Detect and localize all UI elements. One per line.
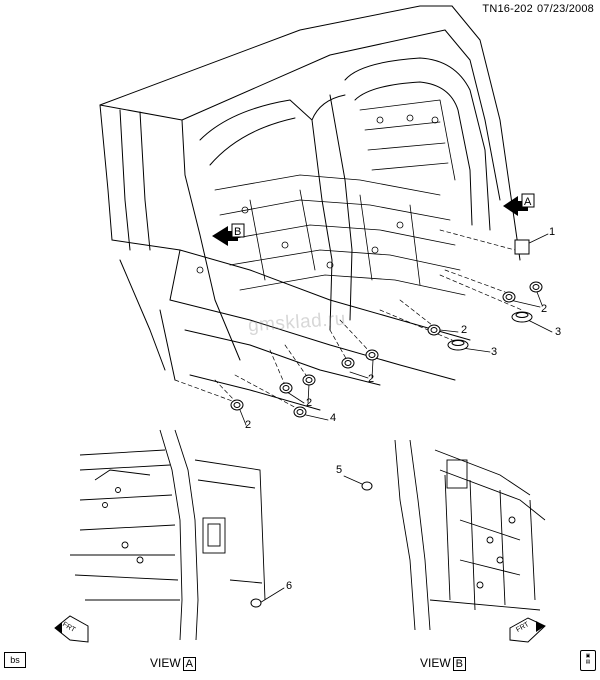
view-arrow-a <box>503 193 535 216</box>
plug-2a <box>529 281 543 293</box>
drawing-code: TN16-202 <box>482 3 533 15</box>
callout-1: 1 <box>549 226 556 238</box>
plug-2g <box>302 374 316 386</box>
plug-2f <box>279 382 293 394</box>
logo-badge: ▣▤ <box>580 650 596 671</box>
view-b-word: VIEW <box>420 656 451 670</box>
callout-2: 2 <box>461 324 468 336</box>
view-b-detail <box>394 439 546 631</box>
view-a-word: VIEW <box>150 656 181 670</box>
callout-3: 3 <box>555 326 562 338</box>
callout-4: 4 <box>330 412 337 424</box>
callout-6: 6 <box>286 580 293 592</box>
plug-3b <box>447 339 469 351</box>
cab-body-outline <box>99 5 521 411</box>
plug-6 <box>250 598 262 608</box>
callout-2: 2 <box>245 419 252 431</box>
drawing-date: 07/23/2008 <box>536 3 594 15</box>
callout-5: 5 <box>336 464 343 476</box>
floor-pan <box>196 99 466 296</box>
view-a-detail <box>70 429 266 641</box>
plug-grommets <box>230 281 543 608</box>
plug-2h <box>230 399 244 411</box>
callout-2: 2 <box>306 397 313 409</box>
view-arrow-b-letter: B <box>234 226 242 238</box>
view-a-letter: A <box>182 657 197 671</box>
plug-2c <box>427 324 441 336</box>
plug-2b <box>502 291 516 303</box>
plug-2e <box>365 349 379 361</box>
pad-panel <box>514 239 530 255</box>
front-marker-right <box>509 617 546 643</box>
plug-5 <box>361 481 373 491</box>
plug-4 <box>293 406 307 418</box>
plug-2d <box>341 357 355 369</box>
view-b-letter: B <box>452 657 467 671</box>
callout-3: 3 <box>491 346 498 358</box>
corner-tag: bs <box>4 652 26 668</box>
front-marker-left <box>54 615 89 643</box>
callout-leaders <box>239 233 553 605</box>
view-arrow-b <box>212 223 245 246</box>
leader-lines <box>174 229 523 411</box>
callout-2: 2 <box>368 373 375 385</box>
callout-2: 2 <box>541 303 548 315</box>
view-arrow-a-letter: A <box>524 196 532 208</box>
plug-3a <box>511 311 533 323</box>
